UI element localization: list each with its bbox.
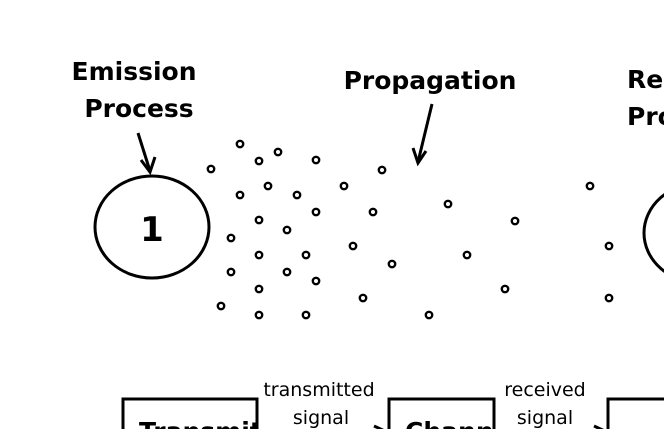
particle bbox=[235, 139, 245, 149]
transmitter-block: Transmitt bbox=[121, 397, 274, 429]
reception-process-label-line1: Rec bbox=[627, 65, 664, 94]
particle bbox=[292, 190, 302, 200]
transmitter-box bbox=[121, 397, 259, 429]
particle bbox=[254, 215, 264, 225]
particle bbox=[311, 276, 321, 286]
particle bbox=[377, 165, 387, 175]
particle bbox=[424, 310, 434, 320]
propagation-label: Propagation bbox=[344, 66, 517, 95]
source-circle bbox=[93, 174, 211, 280]
particle bbox=[348, 241, 358, 251]
particle bbox=[311, 155, 321, 165]
channel-box bbox=[387, 397, 496, 429]
receiver-block bbox=[606, 397, 664, 429]
transmitter-label: Transmitt bbox=[139, 417, 274, 429]
source-number: 1 bbox=[140, 210, 164, 250]
particle bbox=[301, 250, 311, 260]
transmitted-signal-arrow bbox=[373, 424, 385, 429]
particle bbox=[235, 190, 245, 200]
particle bbox=[462, 250, 472, 260]
particle bbox=[604, 241, 614, 251]
particle bbox=[254, 250, 264, 260]
particle-cloud bbox=[206, 139, 614, 320]
particle bbox=[585, 181, 595, 191]
particle bbox=[226, 267, 236, 277]
particle bbox=[254, 156, 264, 166]
transmitted-signal-label-line2: signal bbox=[293, 407, 349, 429]
particle bbox=[311, 207, 321, 217]
received-signal-label-line2: signal bbox=[517, 407, 573, 429]
channel-block: Channel bbox=[387, 397, 519, 429]
particle bbox=[216, 301, 226, 311]
receiver-box bbox=[606, 397, 664, 429]
particle bbox=[604, 293, 614, 303]
reception-process-label-line2: Pro bbox=[627, 102, 664, 131]
particle bbox=[500, 284, 510, 294]
received-signal-label-line1: received bbox=[504, 379, 586, 401]
receiver-circle bbox=[642, 193, 664, 273]
particle bbox=[387, 259, 397, 269]
particle bbox=[443, 199, 453, 209]
emission-process-label-line1: Emission bbox=[72, 57, 197, 86]
received-signal-arrow bbox=[593, 424, 605, 429]
particle bbox=[282, 267, 292, 277]
particle bbox=[226, 233, 236, 243]
particle bbox=[339, 181, 349, 191]
particle bbox=[368, 207, 378, 217]
particle bbox=[282, 225, 292, 235]
channel-label: Channel bbox=[405, 417, 519, 429]
particle bbox=[358, 293, 368, 303]
emission-arrow bbox=[136, 132, 157, 176]
particle bbox=[254, 284, 264, 294]
emission-process-label-line2: Process bbox=[84, 94, 193, 123]
particle bbox=[206, 164, 216, 174]
transmitted-signal-label-line1: transmitted bbox=[263, 379, 374, 401]
particle bbox=[254, 310, 264, 320]
particle bbox=[263, 181, 273, 191]
particle bbox=[510, 216, 520, 226]
particle bbox=[301, 310, 311, 320]
particle bbox=[273, 147, 283, 157]
propagation-arrow bbox=[411, 103, 434, 167]
